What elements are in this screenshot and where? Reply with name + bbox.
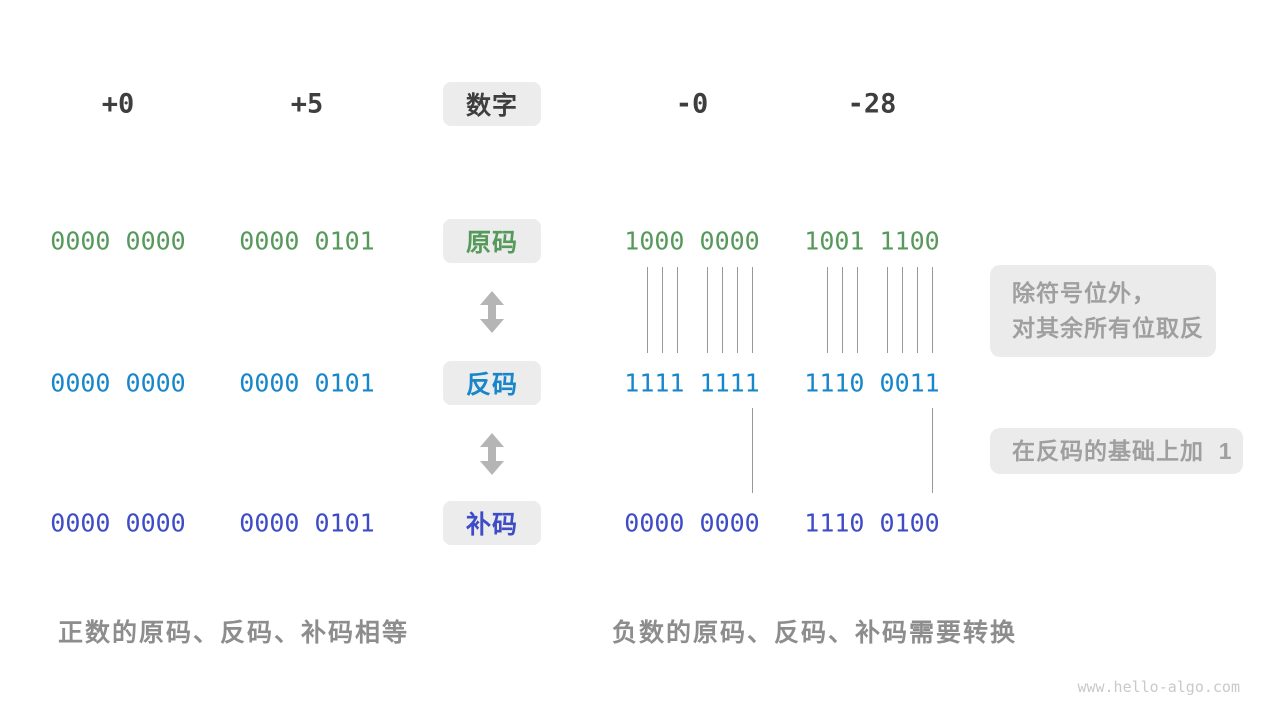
note-add-one-text: 在反码的基础上加 1	[1012, 437, 1233, 464]
sign-magnitude-minus0: 1000 0000	[624, 226, 760, 256]
bit-mapping-line	[662, 267, 663, 353]
bit-mapping-line	[647, 267, 648, 353]
double-arrow-icon	[480, 433, 504, 475]
watermark-url: www.hello-algo.com	[1077, 678, 1240, 696]
add-one-line	[752, 408, 753, 493]
tag-twos-complement: 补码	[443, 501, 541, 545]
header-number-plus5: +5	[290, 88, 324, 120]
sign-magnitude-plus0: 0000 0000	[50, 226, 186, 256]
note-add-one: 在反码的基础上加 1	[990, 428, 1243, 474]
header-number-minus28: -28	[847, 88, 897, 120]
bit-mapping-line	[932, 267, 933, 353]
header-number-plus0: +0	[101, 88, 135, 120]
bit-mapping-line	[902, 267, 903, 353]
twos-complement-plus5: 0000 0101	[239, 508, 375, 538]
double-arrow-icon	[480, 291, 504, 333]
tag-sign-magnitude: 原码	[443, 219, 541, 263]
ones-complement-plus0: 0000 0000	[50, 368, 186, 398]
note-invert-line1: 除符号位外，	[1012, 280, 1156, 306]
twos-complement-minus28: 1110 0100	[804, 508, 940, 538]
bit-mapping-line	[722, 267, 723, 353]
bit-mapping-line	[737, 267, 738, 353]
bit-mapping-line	[707, 267, 708, 353]
note-invert-line2: 对其余所有位取反	[1012, 315, 1204, 341]
bit-mapping-line	[842, 267, 843, 353]
add-one-line	[932, 408, 933, 493]
sign-magnitude-minus28: 1001 1100	[804, 226, 940, 256]
tag-ones-complement: 反码	[443, 361, 541, 405]
twos-complement-plus0: 0000 0000	[50, 508, 186, 538]
caption-positive: 正数的原码、反码、补码相等	[58, 619, 410, 647]
bit-mapping-line	[827, 267, 828, 353]
bit-mapping-line	[752, 267, 753, 353]
bit-mapping-line	[677, 267, 678, 353]
sign-magnitude-plus5: 0000 0101	[239, 226, 375, 256]
note-invert-bits: 除符号位外， 对其余所有位取反	[990, 265, 1216, 357]
header-number-minus0: -0	[675, 88, 709, 120]
caption-negative: 负数的原码、反码、补码需要转换	[612, 619, 1018, 647]
ones-complement-minus28: 1110 0011	[804, 368, 940, 398]
bit-mapping-line	[917, 267, 918, 353]
bit-mapping-line	[887, 267, 888, 353]
twos-complement-minus0: 0000 0000	[624, 508, 760, 538]
bit-mapping-line	[857, 267, 858, 353]
ones-complement-minus0: 1111 1111	[624, 368, 760, 398]
ones-complement-plus5: 0000 0101	[239, 368, 375, 398]
header-tag-number: 数字	[443, 82, 541, 126]
